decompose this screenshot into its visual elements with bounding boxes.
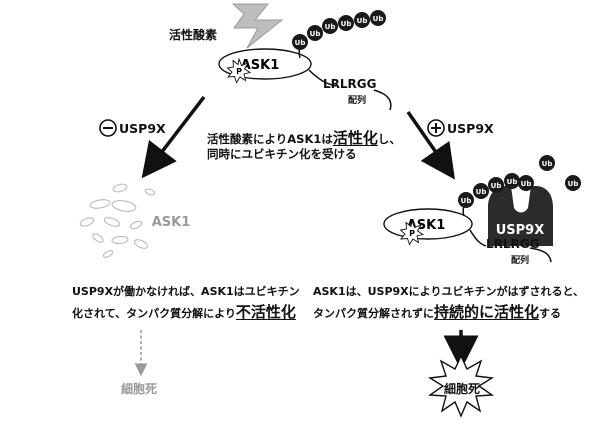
center-caption-line1: 活性酸素によりASK1は活性化し、	[207, 127, 401, 148]
fragment	[129, 220, 143, 230]
ub-bead	[292, 34, 308, 50]
minus-sign-icon	[99, 119, 117, 137]
fragment	[112, 183, 128, 193]
usp9x-label: USP9X	[496, 223, 545, 238]
ub-chain-right: Ub Ub Ub Ub Ub Ub Ub	[458, 155, 581, 208]
right-outcome: 細胞死	[444, 382, 481, 396]
left-desc-emph: 不活性化	[235, 303, 296, 321]
ub-bead	[518, 175, 534, 191]
fragment	[111, 200, 137, 212]
motif-label-right-sub: 配列	[511, 256, 530, 266]
right-desc-line2: タンパク質分解されずに持続的に活性化する	[313, 301, 561, 322]
plus-sign-icon	[427, 119, 445, 137]
fragment	[133, 239, 149, 249]
center-caption-line2: 同時にユビキチン化を受ける	[207, 147, 357, 161]
ub-label: Ub	[341, 20, 352, 28]
motif-tail-top-end	[373, 89, 392, 111]
arrow-left	[141, 95, 206, 179]
ub-label: Ub	[568, 180, 579, 188]
lightning-icon	[231, 3, 284, 49]
ub-label: Ub	[476, 188, 487, 196]
starburst-icon	[427, 354, 495, 418]
fragment	[102, 250, 114, 258]
left-outcome: 細胞死	[121, 382, 158, 396]
phospho-label-right: P	[409, 229, 415, 238]
ub-bead	[473, 183, 489, 199]
ub-bead	[307, 25, 323, 41]
arrow-right	[406, 111, 455, 180]
ub-label: Ub	[310, 30, 321, 38]
right-desc-line2-prefix: タンパク質分解されずに	[313, 307, 434, 320]
center-caption-emph: 活性化	[332, 129, 378, 147]
ub-label: Ub	[491, 182, 502, 190]
motif-label-right-seq: LRLRGG	[486, 237, 540, 251]
left-desc-line2: 化されて、タンパク質分解により不活性化	[72, 301, 296, 322]
center-caption-line1-suffix: し、	[377, 132, 401, 146]
fragment	[111, 235, 129, 245]
ub-label: Ub	[373, 15, 384, 23]
left-desc-line1: USP9Xが働かなければ、ASK1はユビキチン	[72, 285, 300, 298]
right-desc-emph: 持続的に活性化	[434, 303, 540, 321]
phospho-icon-right: P	[399, 219, 425, 246]
ub-label: Ub	[461, 197, 472, 205]
motif-tail-right-end	[529, 247, 552, 263]
ub-bead	[488, 177, 504, 193]
motif-label-top-sub: 配列	[348, 96, 367, 106]
usp9x-shape	[488, 186, 553, 246]
left-desc-line2-prefix: 化されて、タンパク質分解により	[72, 307, 236, 320]
ub-label: Ub	[542, 160, 553, 168]
fragment	[144, 188, 156, 196]
center-caption-line1-prefix: 活性酸素によりASK1は	[207, 132, 333, 146]
fragment	[103, 217, 121, 227]
ub-bead	[354, 12, 370, 28]
motif-label-top-seq: LRLRGG	[323, 77, 377, 91]
ub-label: Ub	[521, 180, 532, 188]
ub-label: Ub	[325, 23, 336, 31]
phospho-icon-top: P	[226, 57, 252, 84]
ub-free	[565, 175, 581, 191]
right-branch-label: USP9X	[447, 121, 494, 136]
motif-tail-top	[308, 69, 337, 87]
motif-tail-right	[469, 229, 487, 247]
phospho-label-top: P	[236, 67, 242, 76]
degraded-fragments	[79, 183, 156, 258]
ub-label: Ub	[295, 39, 306, 47]
ub-bead	[504, 173, 520, 189]
ub-bead	[370, 10, 386, 26]
left-branch-label: USP9X	[119, 121, 166, 136]
ask1-fade-label: ASK1	[152, 215, 191, 230]
ub-label: Ub	[507, 178, 518, 186]
ub-free	[539, 155, 555, 171]
right-desc-line2-suffix: する	[539, 307, 562, 320]
ub-bead	[322, 18, 338, 34]
fragment	[89, 199, 111, 209]
fragment	[92, 233, 104, 243]
fragment	[79, 217, 95, 227]
ub-bead	[338, 15, 354, 31]
ub-bead	[458, 192, 474, 208]
ub-chain-top: Ub Ub Ub Ub Ub Ub	[292, 10, 386, 50]
ub-label: Ub	[357, 17, 368, 25]
ask1-label-top: ASK1	[241, 58, 280, 73]
right-desc-line1: ASK1は、USP9Xによりユビキチンがはずされると、	[313, 285, 585, 298]
ros-label: 活性酸素	[169, 28, 218, 42]
